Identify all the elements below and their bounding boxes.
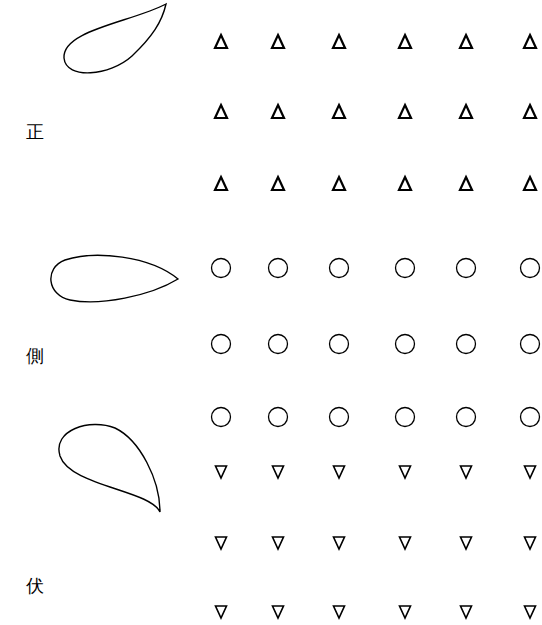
- down-triangle: [400, 537, 411, 549]
- down-triangle: [525, 537, 536, 549]
- symbol-grid: [212, 35, 540, 618]
- down-triangle: [273, 606, 284, 618]
- orientation-label: 正: [26, 122, 44, 142]
- up-triangle: [333, 177, 345, 190]
- up-triangle: [524, 105, 536, 118]
- circle-mark: [457, 335, 476, 354]
- sideways-seed: [51, 255, 178, 301]
- down-triangle: [461, 537, 472, 549]
- down-triangle: [400, 606, 411, 618]
- circle-mark: [396, 259, 415, 278]
- circle-mark: [212, 335, 231, 354]
- circle-mark: [521, 408, 540, 427]
- down-triangle: [334, 466, 345, 478]
- up-triangle: [333, 105, 345, 118]
- down-triangle: [525, 606, 536, 618]
- down-triangle: [334, 537, 345, 549]
- prone-seed: [59, 424, 160, 512]
- upright-seed: [64, 4, 166, 73]
- orientation-label: 側: [26, 346, 44, 366]
- orientation-label: 伏: [26, 576, 44, 596]
- circle-mark: [457, 408, 476, 427]
- seed-outlines: [51, 4, 178, 512]
- circle-mark: [212, 408, 231, 427]
- down-triangle: [525, 466, 536, 478]
- circle-mark: [457, 259, 476, 278]
- down-triangle: [273, 537, 284, 549]
- down-triangle: [273, 466, 284, 478]
- up-triangle: [460, 35, 472, 48]
- up-triangle: [215, 105, 227, 118]
- circle-mark: [212, 259, 231, 278]
- down-triangle: [461, 606, 472, 618]
- up-triangle: [460, 177, 472, 190]
- up-triangle: [215, 35, 227, 48]
- up-triangle: [524, 35, 536, 48]
- circle-mark: [330, 408, 349, 427]
- circle-mark: [269, 259, 288, 278]
- circle-mark: [330, 259, 349, 278]
- circle-mark: [269, 335, 288, 354]
- up-triangle: [399, 105, 411, 118]
- circle-mark: [269, 408, 288, 427]
- up-triangle: [272, 35, 284, 48]
- down-triangle: [216, 537, 227, 549]
- up-triangle: [272, 105, 284, 118]
- down-triangle: [216, 466, 227, 478]
- circle-mark: [396, 408, 415, 427]
- down-triangle: [216, 606, 227, 618]
- up-triangle: [460, 105, 472, 118]
- up-triangle: [272, 177, 284, 190]
- down-triangle: [400, 466, 411, 478]
- up-triangle: [399, 177, 411, 190]
- circle-mark: [330, 335, 349, 354]
- up-triangle: [333, 35, 345, 48]
- circle-mark: [396, 335, 415, 354]
- circle-mark: [521, 335, 540, 354]
- up-triangle: [524, 177, 536, 190]
- circle-mark: [521, 259, 540, 278]
- down-triangle: [461, 466, 472, 478]
- down-triangle: [334, 606, 345, 618]
- up-triangle: [399, 35, 411, 48]
- up-triangle: [215, 177, 227, 190]
